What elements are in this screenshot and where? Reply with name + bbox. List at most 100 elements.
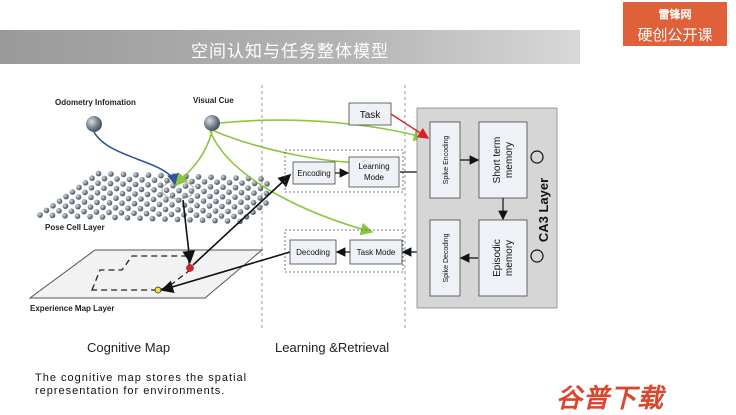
pose-cell xyxy=(145,172,152,178)
visual-to-task-arrow xyxy=(209,130,374,236)
visual-cue-label: Visual Cue xyxy=(193,96,234,105)
pose-cell xyxy=(138,196,144,202)
odometry-label: Odometry Infomation xyxy=(55,98,136,107)
pose-cell xyxy=(151,187,157,193)
pose-cell xyxy=(156,211,162,217)
short-term-loop-icon xyxy=(530,150,544,164)
task-mode-label: Task Mode xyxy=(357,248,396,257)
pose-cell xyxy=(87,204,94,210)
pose-cell xyxy=(88,194,94,201)
description-note: The cognitive map stores the spatial rep… xyxy=(35,372,248,397)
pose-cell xyxy=(250,199,257,206)
pose-cell xyxy=(139,177,145,183)
pose-cell-label: Pose Cell Layer xyxy=(45,223,105,232)
pose-cell xyxy=(144,201,150,207)
pose-cell xyxy=(251,190,257,196)
visual-to-pose-arrow xyxy=(174,130,213,187)
pose-cell xyxy=(63,193,69,200)
pose-cell xyxy=(74,213,81,219)
episodic-label-2: memory xyxy=(504,240,515,276)
pose-cell xyxy=(69,198,75,205)
pose-cell xyxy=(150,206,156,212)
pose-cell xyxy=(108,171,114,177)
pose-cell xyxy=(175,207,181,213)
pose-cell xyxy=(225,208,231,215)
pose-cell xyxy=(232,184,239,191)
pose-cell xyxy=(162,206,169,213)
pose-cell xyxy=(144,191,151,198)
short-term-label-2: memory xyxy=(504,142,515,178)
pose-cell xyxy=(263,200,269,206)
pose-cell xyxy=(245,185,251,191)
pose-cell xyxy=(169,192,176,198)
pose-cell xyxy=(194,193,201,199)
pose-cell xyxy=(124,215,131,221)
episodic-loop-icon xyxy=(530,249,544,263)
visual-to-spike-arrow xyxy=(219,119,427,142)
logo-line-2: 硬创公开课 xyxy=(637,26,713,44)
experience-map-label: Experience Map Layer xyxy=(30,304,115,313)
pose-cell xyxy=(206,203,213,209)
pose-cell xyxy=(100,204,106,211)
pose-cell xyxy=(113,185,120,192)
pose-cell xyxy=(143,210,150,217)
pose-cell xyxy=(107,190,113,196)
pose-cell xyxy=(88,185,95,191)
pose-cell xyxy=(157,182,164,188)
pose-cell xyxy=(145,182,151,188)
pose-cell xyxy=(207,184,214,190)
pose-cell xyxy=(101,185,107,191)
pose-cell xyxy=(237,209,244,215)
pose-cell xyxy=(243,214,250,220)
encoding-label: Encoding xyxy=(297,169,330,178)
pose-cell xyxy=(89,175,95,181)
pose-cell xyxy=(187,217,193,223)
task-to-spike-arrow xyxy=(390,113,430,139)
pose-cell xyxy=(195,174,202,180)
pose-cell xyxy=(100,195,107,201)
pose-cell xyxy=(76,184,82,191)
pose-cell xyxy=(157,192,163,198)
pose-cell xyxy=(213,198,219,205)
logo-line-1: 雷锋网 xyxy=(658,8,692,21)
pose-cell xyxy=(94,199,100,206)
pose-cell xyxy=(150,196,157,203)
pose-cell xyxy=(120,181,126,187)
pose-cell xyxy=(119,190,126,197)
pose-cell xyxy=(119,200,125,206)
learning-mode-box xyxy=(348,156,400,188)
pose-cell xyxy=(194,202,200,209)
pose-cell xyxy=(50,203,56,209)
pose-cell xyxy=(226,189,232,195)
pose-cell xyxy=(112,205,119,211)
pose-cell xyxy=(68,208,75,214)
pose-cell xyxy=(120,171,127,178)
pose-cell xyxy=(149,215,156,222)
pose-cell xyxy=(126,186,132,192)
pose-cell xyxy=(218,213,225,219)
pose-cell xyxy=(126,176,133,183)
pose-cell xyxy=(213,189,220,195)
pose-cell xyxy=(69,189,76,195)
pose-cell xyxy=(163,197,169,203)
page-title: 空间认知与任务整体模型 xyxy=(191,42,389,62)
pose-cell xyxy=(193,212,200,218)
experience-node-yellow xyxy=(154,286,162,294)
cognitive-map-section-label: Cognitive Map xyxy=(87,340,171,355)
odometry-sphere xyxy=(86,116,102,132)
spike-encoding-box xyxy=(429,121,461,199)
pose-cell xyxy=(62,213,68,219)
pose-cell xyxy=(99,214,106,220)
pose-cell xyxy=(200,207,206,214)
short-term-label-1: Short term xyxy=(492,137,503,184)
pose-cell xyxy=(208,174,214,180)
learning-mode-label-1: Learning xyxy=(358,162,389,171)
pose-cell xyxy=(212,217,218,224)
watermark-text: 谷普下载 xyxy=(556,384,665,414)
pose-cell xyxy=(62,203,69,209)
episodic-memory-box xyxy=(478,219,528,297)
pose-cell xyxy=(158,172,164,179)
task-label: Task xyxy=(360,110,382,121)
pose-cell-layer xyxy=(37,170,270,225)
pose-cell xyxy=(244,194,251,201)
